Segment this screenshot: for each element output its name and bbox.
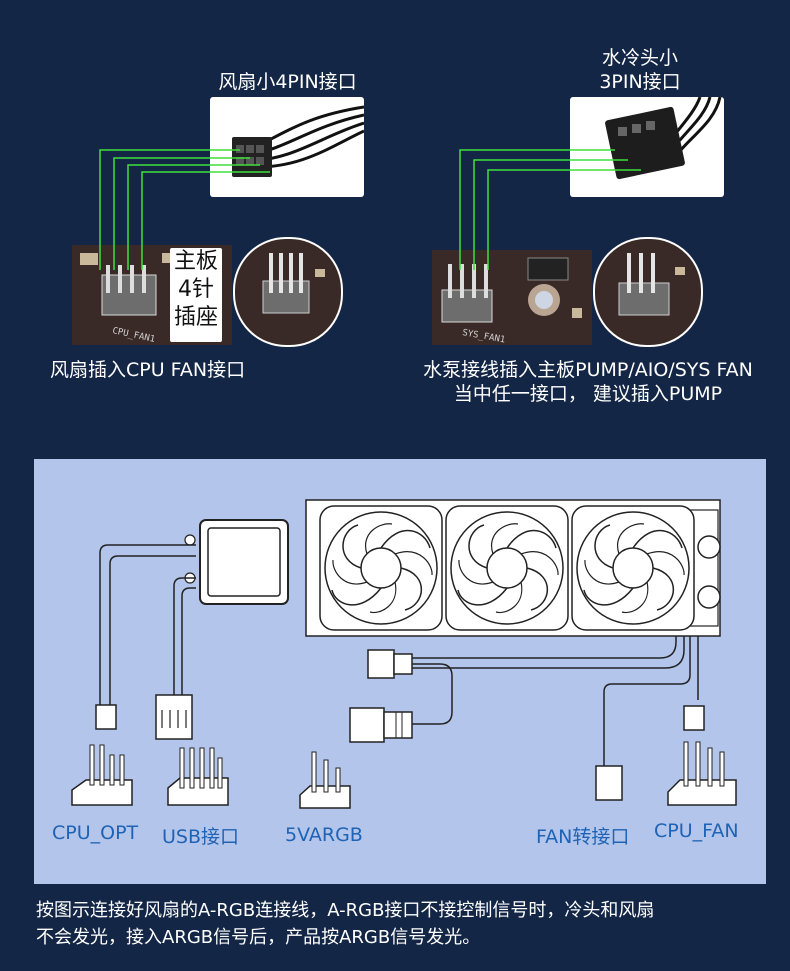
cpu-fan-zoom-image bbox=[262, 253, 325, 314]
fan-1 bbox=[319, 505, 443, 631]
green-wire-overlay bbox=[99, 149, 641, 270]
note-line2: 不会发光，接入ARGB信号后，产品按ARGB信号发光。 bbox=[36, 927, 481, 948]
label-cpu-opt: CPU_OPT bbox=[52, 822, 139, 844]
pump-wires bbox=[459, 149, 641, 270]
sys-fan-header-photo: SYS_FAN1 bbox=[432, 250, 592, 345]
pump-caption: 水泵接线插入主板PUMP/AIO/SYS FAN 当中任一接口， 建议插入PUM… bbox=[398, 358, 778, 406]
badge-line2: 4针 bbox=[178, 277, 214, 302]
pump-label-line1: 水冷头小 bbox=[601, 47, 678, 69]
fan-wires bbox=[99, 149, 270, 270]
argb-splitter bbox=[349, 636, 685, 743]
argb-header bbox=[299, 751, 351, 809]
pump-head bbox=[184, 519, 289, 605]
pump-cables bbox=[99, 544, 196, 705]
fan-adapter-cables bbox=[603, 636, 699, 768]
label-5vargb: 5VARGB bbox=[285, 824, 363, 846]
note-line1: 按图示连接好风扇的A-RGB连接线，A-RGB接口不接控制信号时，冷头和风扇 bbox=[36, 900, 655, 921]
pump-connector-label: 水冷头小 3PIN接口 bbox=[580, 46, 700, 94]
label-cpu-fan: CPU_FAN bbox=[654, 820, 739, 842]
sys-fan-header-image: SYS_FAN1 bbox=[432, 250, 592, 345]
cpu-fan-zoom-circle bbox=[233, 237, 343, 347]
mb-header-badge: 主板 4针 插座 bbox=[170, 248, 222, 342]
badge-line1: 主板 bbox=[173, 249, 218, 274]
fan-connector-label: 风扇小4PIN接口 bbox=[218, 71, 357, 93]
cpu-opt-header bbox=[71, 744, 133, 806]
badge-line3: 插座 bbox=[173, 305, 218, 330]
fan-connector-image bbox=[232, 105, 364, 177]
wiring-note: 按图示连接好风扇的A-RGB连接线，A-RGB接口不接控制信号时，冷头和风扇 不… bbox=[36, 897, 776, 951]
sys-fan-zoom-circle bbox=[593, 237, 703, 347]
label-usb: USB接口 bbox=[162, 826, 240, 848]
fan-adapter-plug bbox=[595, 765, 623, 801]
fan-2 bbox=[445, 505, 569, 631]
usb-plug bbox=[155, 694, 193, 740]
pump-connector-photo bbox=[570, 97, 724, 197]
usb-header bbox=[167, 747, 229, 806]
cpu-fan-header bbox=[667, 741, 737, 806]
pump-connector-image bbox=[605, 97, 722, 180]
label-fan-adapter: FAN转接口 bbox=[536, 826, 630, 848]
fan-3 bbox=[571, 505, 695, 631]
sys-fan-zoom-image bbox=[618, 253, 685, 316]
pump-caption-line1: 水泵接线插入主板PUMP/AIO/SYS FAN bbox=[423, 359, 753, 381]
cpu-opt-plug bbox=[95, 704, 117, 730]
fan-caption: 风扇插入CPU FAN接口 bbox=[50, 359, 246, 381]
fan-connector-photo bbox=[210, 97, 364, 197]
pump-label-line2: 3PIN接口 bbox=[599, 71, 681, 93]
pump-caption-line2: 当中任一接口， 建议插入PUMP bbox=[453, 383, 723, 405]
cpu-fan-plug bbox=[683, 705, 705, 731]
